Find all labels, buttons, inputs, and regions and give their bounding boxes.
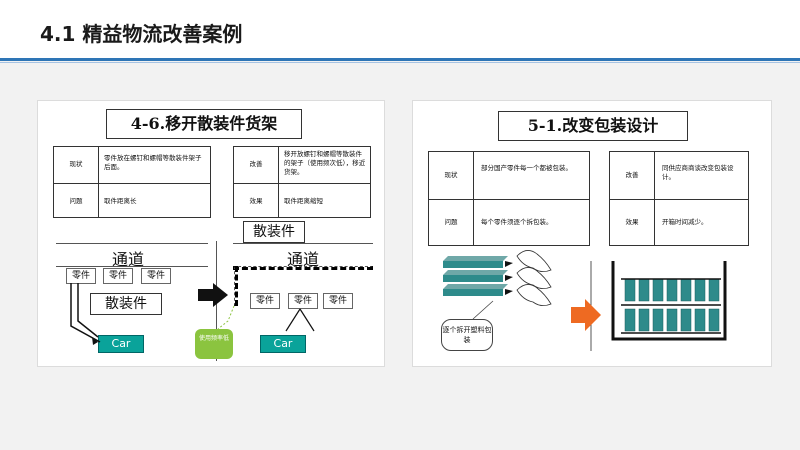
row-text-status: 部分国产零件每一个都被包装。 [481, 164, 572, 172]
slide-header: 4.1 精益物流改善案例 [0, 0, 800, 58]
current-problem-table: 现状 零件放在螺钉和螺帽等散装件架子后面。 问题 取件距离长 [53, 146, 211, 218]
row-text-improve: 移开放螺钉和螺帽等散装件的架子（使用频次低），移近货架。 [284, 150, 366, 176]
case-heading: 5-1.改变包装设计 [498, 111, 688, 141]
part-box: 零件 [323, 293, 353, 309]
case-panel-4-6: 4-6.移开散装件货架 现状 零件放在螺钉和螺帽等散装件架子后面。 问题 取件距… [37, 100, 385, 367]
row-text-effect: 取件距离缩短 [284, 197, 323, 205]
row-text-status: 零件放在螺钉和螺帽等散装件架子后面。 [104, 154, 202, 171]
header-rule-thin [0, 62, 800, 63]
row-label-status: 现状 [444, 171, 458, 179]
packaged-parts-stack [443, 256, 508, 296]
improvement-effect-table: 改善 移开放螺钉和螺帽等散装件的架子（使用频次低），移近货架。 效果 取件距离缩… [233, 146, 371, 218]
bulk-rack-moved: 散装件 [243, 221, 305, 243]
row-text-improve: 同供应商商谈改变包装设计。 [662, 164, 734, 181]
row-text-problem: 取件距离长 [104, 197, 137, 205]
aisle-label: 通道 [111, 250, 144, 269]
row-label-status: 现状 [69, 160, 83, 168]
header-rule [0, 58, 800, 61]
part-box: 零件 [103, 268, 133, 284]
packaging-diagram [443, 250, 727, 351]
aisle-label: 通道 [286, 250, 319, 269]
row-label-problem: 问题 [444, 218, 458, 226]
page-title: 4.1 精益物流改善案例 [40, 22, 243, 46]
case-panel-5-1: 5-1.改变包装设计 现状 部分国产零件每一个都被包装。 问题 每个零件须逐个拆… [412, 100, 772, 367]
row-label-improve: 改善 [625, 171, 639, 179]
row-text-problem: 每个零件须逐个拆包装。 [481, 218, 553, 226]
current-problem-table: 现状 部分国产零件每一个都被包装。 问题 每个零件须逐个拆包装。 [428, 151, 590, 246]
row-label-improve: 改善 [249, 160, 263, 168]
part-box: 零件 [288, 293, 318, 309]
unpack-callout: 逐个拆开塑料包装 [441, 319, 493, 351]
improvement-effect-table: 改善 同供应商商谈改变包装设计。 效果 开箱时间减少。 [609, 151, 749, 246]
part-box: 零件 [66, 268, 96, 284]
frequency-note: 使用频率低 [195, 329, 233, 359]
transition-arrow-icon [571, 299, 601, 331]
bulk-rack: 散装件 [90, 293, 162, 315]
part-box: 零件 [141, 268, 171, 284]
row-label-problem: 问题 [69, 197, 83, 205]
car-block: Car [260, 335, 306, 353]
row-label-effect: 效果 [249, 197, 263, 205]
case-heading: 4-6.移开散装件货架 [106, 109, 302, 139]
row-label-effect: 效果 [625, 218, 639, 226]
part-box: 零件 [250, 293, 280, 309]
row-text-effect: 开箱时间减少。 [662, 218, 708, 226]
car-block: Car [98, 335, 144, 353]
flow-diagram-lines [70, 283, 315, 345]
transition-arrow-icon [198, 283, 228, 307]
bulk-packed-parts [624, 278, 720, 332]
